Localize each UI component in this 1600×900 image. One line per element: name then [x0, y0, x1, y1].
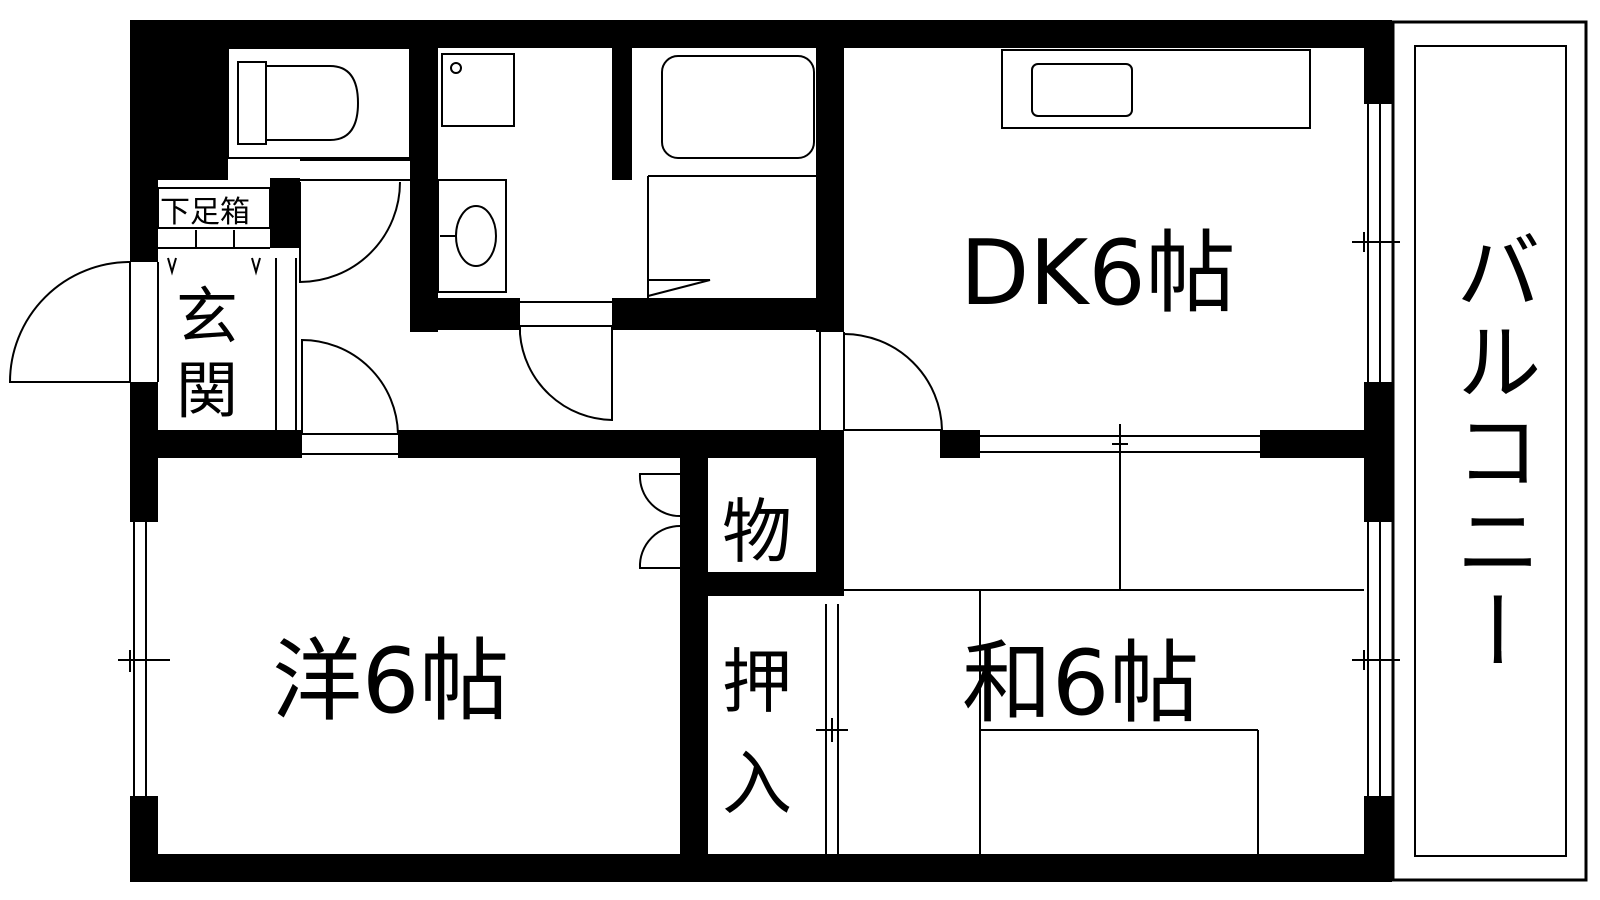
toilet-door	[299, 159, 410, 284]
shoe-box-label: 下足箱	[160, 195, 250, 230]
washing-machine-space	[441, 53, 515, 127]
toilet-fixture	[227, 47, 411, 159]
washroom-door	[519, 301, 613, 422]
window-japanese-room	[1352, 522, 1400, 796]
western-room-door	[275, 258, 399, 455]
balcony-label: バルコニー	[1440, 227, 1540, 677]
japanese-room-label: 和6帖	[962, 631, 1199, 736]
tatami-mats	[844, 458, 1364, 854]
entrance-label-1: 玄	[176, 280, 238, 353]
balcony	[1391, 20, 1588, 882]
shoe-box	[157, 187, 271, 276]
western-room-label: 洋6帖	[272, 629, 509, 734]
closet-label-1: 押	[722, 641, 792, 723]
closet-label-2: 入	[722, 743, 792, 825]
window-dk	[1352, 104, 1400, 382]
front-door	[8, 261, 159, 383]
exterior-walls	[130, 20, 1392, 882]
storage-label: 物	[722, 491, 792, 573]
wash-basin	[437, 179, 507, 293]
kitchen-counter	[1001, 49, 1311, 129]
interior-walls	[130, 48, 1392, 854]
dk-door	[819, 332, 944, 431]
bathtub	[647, 55, 816, 298]
window-west-room	[118, 522, 170, 796]
storage-double-door	[638, 470, 687, 572]
entrance-label-2: 関	[176, 354, 238, 427]
dk-japanese-sliding-doors	[980, 424, 1260, 464]
dk-label: DK6帖	[960, 221, 1236, 326]
closet-sliding-doors	[816, 604, 848, 854]
